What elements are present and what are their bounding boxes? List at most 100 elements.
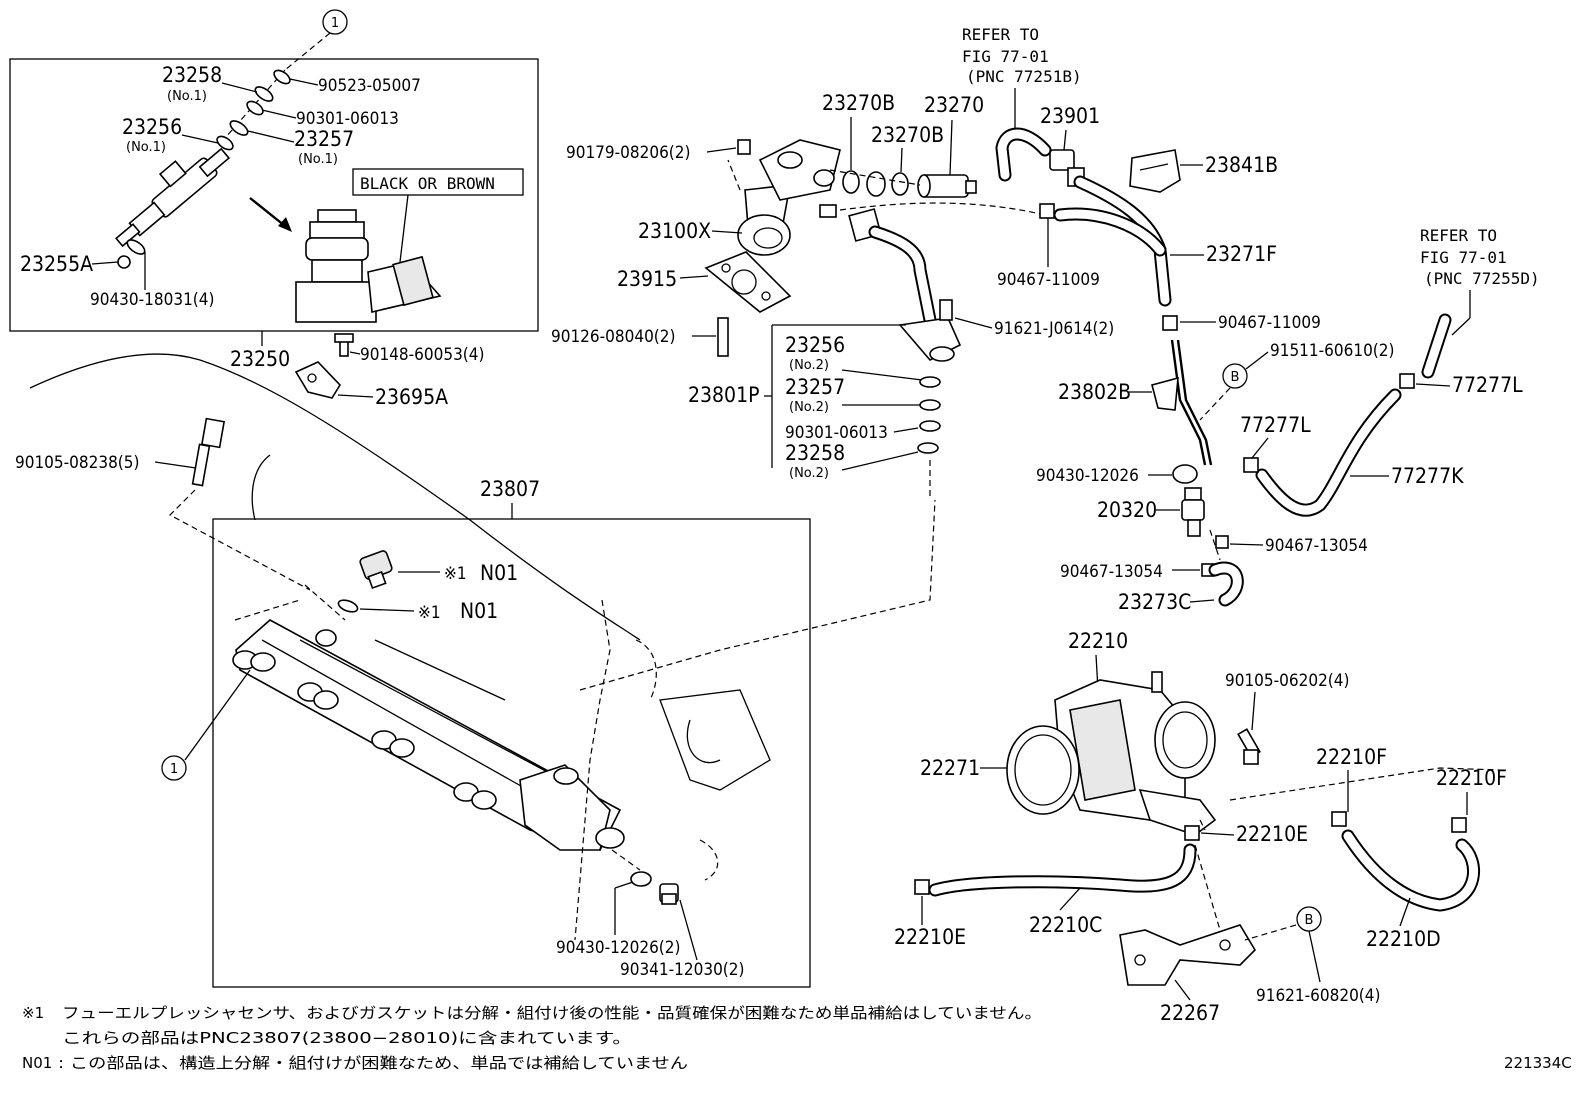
bolt-90179 bbox=[737, 139, 751, 155]
refer2-line1: REFER TO bbox=[1420, 226, 1497, 245]
flange-23915 bbox=[704, 251, 792, 313]
bolt-91621-J0614 bbox=[939, 299, 953, 321]
label-23256-b: 23256 bbox=[785, 333, 845, 357]
label-91511-60610: 91511-60610(2) bbox=[1270, 341, 1394, 361]
label-23257: 23257 bbox=[294, 127, 354, 151]
label-23250: 23250 bbox=[230, 347, 290, 371]
bolt-90105-06202 bbox=[1237, 728, 1261, 765]
pipe-23802B bbox=[1151, 339, 1213, 466]
note-1-text: フューエルプレッシャセンサ、およびガスケットは分解・組付け後の性能・品質確保が困… bbox=[62, 1004, 1042, 1022]
n01-a-label: N01 bbox=[480, 561, 518, 585]
clamp-90467-c bbox=[1215, 535, 1229, 549]
ring-23270B-a bbox=[842, 170, 860, 194]
circle-B-a bbox=[1222, 363, 1248, 389]
stud-90126 bbox=[717, 317, 729, 357]
label-23256-sub: (No.1) bbox=[126, 140, 166, 155]
label-90430-18031: 90430-18031(4) bbox=[90, 290, 214, 310]
refer2-line2: FIG 77-01 bbox=[1420, 248, 1507, 267]
oring-23257-b bbox=[919, 399, 941, 411]
label-23915: 23915 bbox=[617, 267, 677, 291]
black-brown-label: BLACK OR BROWN bbox=[360, 174, 495, 193]
label-90430-12026-b: 90430-12026(2) bbox=[556, 938, 680, 958]
figure-id: 221334C bbox=[1504, 1054, 1572, 1072]
injector-group: 1 BLACK OR B bbox=[9, 9, 539, 332]
note-3-text: : この部品は、構造上分解・組付けが困難なため、単品では補給していません bbox=[58, 1054, 688, 1072]
connector-detail bbox=[295, 209, 442, 323]
sensor-gasket bbox=[337, 599, 359, 613]
washer-90430-c bbox=[1172, 464, 1198, 484]
label-23257-b: 23257 bbox=[785, 375, 845, 399]
clamp-22210F-a bbox=[1331, 811, 1347, 827]
label-23270: 23270 bbox=[924, 93, 984, 117]
engine-outline bbox=[29, 353, 641, 641]
note-3-mark: N01 bbox=[22, 1054, 52, 1072]
circle-B-b-text: B bbox=[1305, 913, 1314, 928]
damper-23270 bbox=[917, 174, 977, 198]
label-90105-08238: 90105-08238(5) bbox=[15, 453, 139, 473]
circle-B-a-text: B bbox=[1231, 370, 1240, 385]
clamp-23841B bbox=[1129, 149, 1181, 193]
label-90467-13054-b: 90467-13054 bbox=[1060, 562, 1163, 582]
gasket-22271 bbox=[1006, 725, 1080, 815]
clamp-77277L-b bbox=[1243, 457, 1259, 473]
oring-23256 bbox=[216, 135, 234, 151]
injector-box bbox=[9, 58, 539, 332]
label-90430-12026-c: 90430-12026 bbox=[1036, 466, 1139, 486]
oring-23256-b bbox=[919, 376, 941, 388]
label-22210: 22210 bbox=[1068, 629, 1128, 653]
clamp-90467-a bbox=[1039, 203, 1055, 219]
clamp-22210E-b bbox=[914, 879, 930, 895]
throttle-body-22210 bbox=[1054, 671, 1217, 836]
refer1-line1: REFER TO bbox=[962, 25, 1039, 44]
spacer bbox=[866, 171, 886, 197]
label-22210E-a: 22210E bbox=[1236, 822, 1308, 846]
label-23257-sub: (No.1) bbox=[298, 152, 338, 167]
pressure-sensor bbox=[359, 550, 393, 590]
label-90523-05007: 90523-05007 bbox=[318, 76, 421, 96]
circle-1-left-text: 1 bbox=[170, 762, 178, 777]
label-23273C: 23273C bbox=[1118, 590, 1191, 614]
pipe-23801P bbox=[848, 208, 962, 362]
oring-23258 bbox=[254, 86, 274, 102]
label-90301-06013-a: 90301-06013 bbox=[296, 109, 399, 129]
circle-1-left bbox=[161, 755, 187, 781]
label-23807: 23807 bbox=[480, 477, 540, 501]
label-90467-11009-b: 90467-11009 bbox=[1218, 313, 1321, 333]
n01-b-mark: ※1 bbox=[418, 603, 441, 623]
washer-90430-b bbox=[630, 871, 652, 887]
oring-90301-b bbox=[919, 420, 941, 432]
label-23257-b-sub: (No.2) bbox=[789, 400, 829, 415]
label-23270B-a: 23270B bbox=[822, 91, 895, 115]
ring-23270B-b bbox=[891, 172, 909, 196]
refer1-line3: (PNC 77251B) bbox=[966, 67, 1082, 86]
label-23695A: 23695A bbox=[375, 385, 448, 409]
label-77277L-b: 77277L bbox=[1240, 413, 1311, 437]
label-23271F: 23271F bbox=[1206, 242, 1277, 266]
label-90148-60053: 90148-60053(4) bbox=[360, 345, 484, 365]
label-23802B: 23802B bbox=[1058, 380, 1131, 404]
label-90341-12030: 90341-12030(2) bbox=[620, 960, 744, 980]
label-22271: 22271 bbox=[920, 756, 980, 780]
bracket-23695A bbox=[294, 333, 354, 399]
label-90179-08206: 90179-08206(2) bbox=[566, 143, 690, 163]
oring-90301 bbox=[246, 100, 264, 116]
clamp-22210E-a bbox=[1184, 825, 1200, 841]
circle-1-top bbox=[322, 9, 348, 35]
clamp-77277L-a bbox=[1399, 373, 1415, 389]
label-91621-60820: 91621-60820(4) bbox=[1256, 986, 1380, 1006]
label-22210D: 22210D bbox=[1366, 927, 1441, 951]
label-23258-sub: (No.1) bbox=[167, 89, 207, 104]
n01-a-mark: ※1 bbox=[444, 564, 467, 584]
fuel-rail bbox=[232, 619, 625, 851]
label-77277K: 77277K bbox=[1391, 464, 1464, 488]
clamp-90467-b bbox=[1162, 315, 1178, 331]
gasket-outline bbox=[659, 689, 771, 791]
n01-b-label: N01 bbox=[460, 599, 498, 623]
bracket-22267 bbox=[1119, 924, 1257, 986]
oring-23258-b bbox=[917, 442, 939, 454]
note-1-mark: ※1 bbox=[22, 1004, 44, 1022]
label-23100X: 23100X bbox=[638, 219, 711, 243]
oring-23257 bbox=[229, 120, 249, 136]
